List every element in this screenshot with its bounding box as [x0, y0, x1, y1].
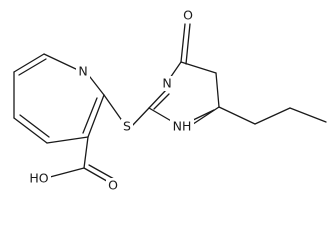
thioether-linker	[103, 94, 150, 128]
pyrimidinone-ring	[148, 23, 220, 129]
pyrimidine-nh-label: NH	[173, 119, 192, 134]
sulfur-label: S	[123, 119, 131, 134]
molecule-diagram: N S N NH O O HO	[13, 8, 327, 193]
ketone-oxygen-label: O	[183, 8, 193, 23]
carbonyl-oxygen-label: O	[108, 178, 118, 193]
atom-labels: N S N NH O O HO	[27, 8, 195, 193]
pyridine-nitrogen-label: N	[78, 64, 87, 79]
propyl-chain	[218, 106, 327, 125]
carboxylic-acid-group	[49, 136, 115, 185]
hydroxyl-label: HO	[29, 171, 48, 186]
pyrimidine-nitrogen-label: N	[162, 76, 171, 91]
pyridine-ring	[13, 53, 105, 144]
